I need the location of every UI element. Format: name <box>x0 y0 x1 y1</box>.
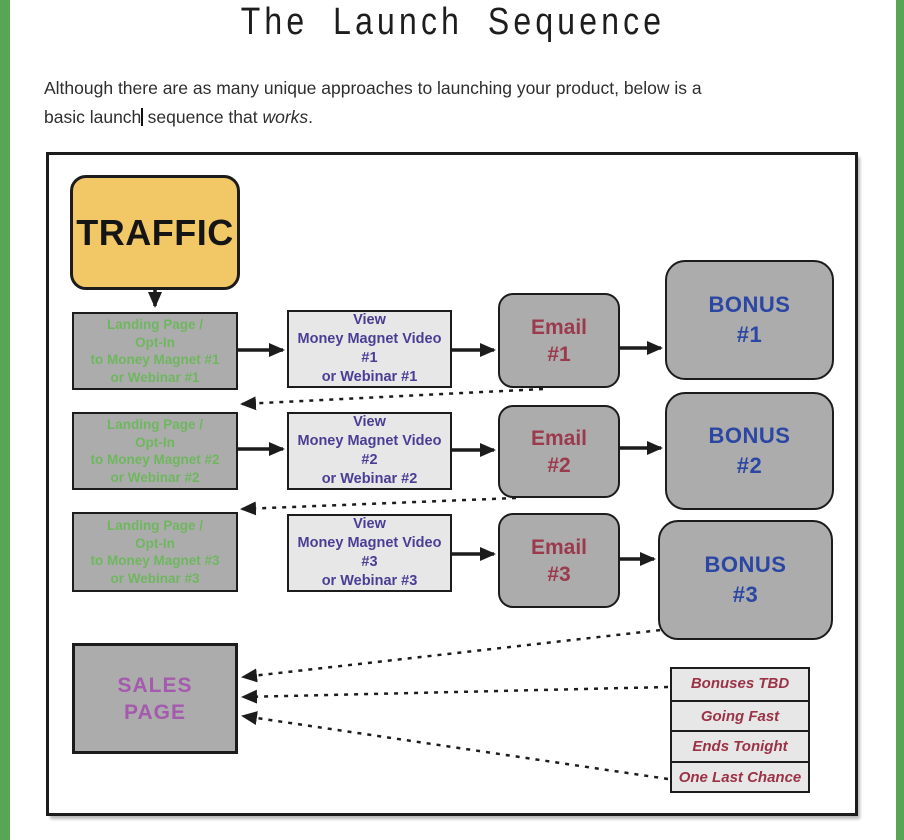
bonus-box-1: BONUS#1 <box>665 260 834 380</box>
page-title: The Launch Sequence <box>240 1 666 43</box>
urgency-stack: Bonuses TBD Going Fast Ends Tonight One … <box>670 667 810 793</box>
intro-line-1: Although there are as many unique approa… <box>44 78 702 98</box>
bonus-box-2: BONUS#2 <box>665 392 834 510</box>
traffic-box: TRAFFIC <box>70 175 240 290</box>
dashed-arrow-email2-to-landing3 <box>240 496 517 516</box>
email-box-2: Email#2 <box>498 405 620 498</box>
intro-line-2: basic launch sequence that works. <box>44 107 314 127</box>
green-border-right <box>896 0 904 840</box>
green-border-left <box>0 0 10 840</box>
urgency-box-going-fast: Going Fast <box>672 699 808 731</box>
dashed-arrow-bonuses-tbd-to-sales <box>241 685 669 704</box>
intro-paragraph[interactable]: Although there are as many unique approa… <box>44 74 849 132</box>
urgency-box-ends-tonight: Ends Tonight <box>672 730 808 761</box>
dashed-arrow-bonus3-to-sales <box>241 627 671 683</box>
bonus-box-3: BONUS#3 <box>658 520 833 640</box>
dashed-arrow-last-chance-to-sales <box>241 711 669 781</box>
urgency-box-one-last-chance: One Last Chance <box>672 760 808 792</box>
email-box-1: Email#1 <box>498 293 620 388</box>
urgency-box-bonuses-tbd: Bonuses TBD <box>690 675 790 692</box>
dashed-arrow-email1-to-landing2 <box>240 387 544 411</box>
email-box-3: Email#3 <box>498 513 620 608</box>
text-cursor <box>141 108 143 126</box>
